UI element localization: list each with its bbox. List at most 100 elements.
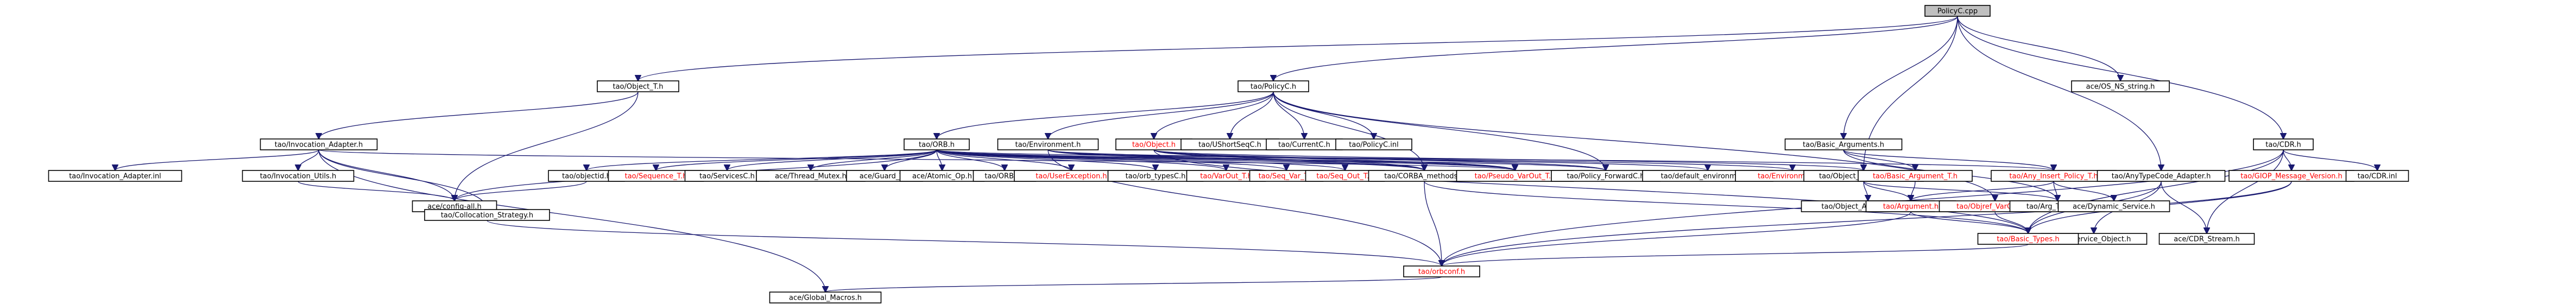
node-tao-object-t-h[interactable]: tao/Object_T.h: [597, 80, 679, 92]
node-tao-any-insert-policy-t-h[interactable]: tao/Any_Insert_Policy_T.h: [1991, 170, 2117, 182]
edge-policyc-cpp-to-tao-cdr-h: [1957, 16, 2283, 139]
edge-tao-object-t-h-to-tao-invocation-adapter-h: [319, 91, 639, 139]
node-tao-giop-message-version-h[interactable]: tao/GIOP_Message_Version.h: [2228, 170, 2354, 182]
node-label: tao/Basic_Argument_T.h: [1873, 173, 1958, 181]
node-label: tao/Pseudo_VarOut_T.h: [1475, 173, 1556, 181]
node-ace-atomic-op-h[interactable]: ace/Atomic_Op.h: [899, 170, 985, 182]
node-label: tao/Policy_ForwardC.h: [1567, 173, 1644, 181]
edge-tao-objectid-h-to-ace-config-all-h: [454, 181, 587, 201]
edge-tao-cdr-h-to-tao-cdr-inl: [2283, 149, 2377, 170]
node-tao-orb-h[interactable]: tao/ORB.h: [904, 138, 970, 150]
edge-tao-object-h-to-tao-policy-forwardc-h: [1153, 149, 1606, 170]
edge-tao-invocation-adapter-h-to-tao-collocation-strategy-h: [318, 149, 487, 210]
node-label: tao/Invocation_Adapter.inl: [69, 173, 161, 181]
node-ace-config-all-h[interactable]: ace/config-all.h: [412, 200, 497, 212]
node-label: ace/Thread_Mutex.h: [775, 173, 847, 181]
node-tao-environment-h[interactable]: tao/Environment.h: [997, 138, 1099, 150]
edge-tao-orb-h-to-tao-userexception-h: [936, 149, 1071, 170]
edge-tao-corba-methods-h-to-tao-basic-types-h: [1424, 181, 2028, 233]
node-label: tao/GIOP_Message_Version.h: [2240, 173, 2343, 181]
node-label: tao/orbconf.h: [1418, 268, 1465, 276]
node-tao-orbconf-h[interactable]: tao/orbconf.h: [1403, 265, 1480, 277]
node-tao-invocation-utils-h[interactable]: tao/Invocation_Utils.h: [242, 170, 355, 182]
edge-tao-invocation-adapter-h-to-tao-invocation-utils-h: [298, 149, 319, 170]
edge-tao-orb-h-to-tao-orb-inl: [936, 149, 1005, 170]
edge-policyc-cpp-to-tao-policyc-h: [1273, 16, 1958, 81]
node-tao-policyc-h[interactable]: tao/PolicyC.h: [1238, 80, 1309, 92]
edge-tao-orb-h-to-tao-sequence-t-h: [656, 149, 937, 170]
node-tao-policy-forwardc-h[interactable]: tao/Policy_ForwardC.h: [1551, 170, 1660, 182]
edge-tao-environment-h-to-tao-orbconf-h: [1047, 149, 1442, 266]
node-label: tao/UShortSeqC.h: [1198, 141, 1261, 149]
node-label: tao/Environment.h: [1015, 141, 1081, 149]
edge-tao-anytypecode-adapter-h-to-ace-cdr-stream-h: [2161, 181, 2207, 233]
node-tao-policyc-inl[interactable]: tao/PolicyC.inl: [1335, 138, 1412, 150]
node-label: tao/Any_Insert_Policy_T.h: [2009, 173, 2098, 181]
node-tao-argument-h[interactable]: tao/Argument.h: [1865, 200, 1956, 212]
node-box: [1403, 265, 1480, 277]
node-ace-cdr-stream-h[interactable]: ace/CDR_Stream.h: [2158, 233, 2255, 245]
edge-tao-object-argument-t-h-to-tao-object-argument-t-inl: [1863, 181, 1868, 201]
node-label: tao/Basic_Arguments.h: [1803, 141, 1884, 149]
node-tao-basic-argument-t-h[interactable]: tao/Basic_Argument_T.h: [1858, 170, 1973, 182]
edge-policyc-cpp-to-ace-os-ns-string-h: [1957, 16, 2120, 81]
edge-policyc-cpp-to-tao-anytypecode-adapter-h: [1957, 16, 2161, 170]
node-ace-dynamic-service-h[interactable]: ace/Dynamic_Service.h: [2057, 200, 2170, 212]
node-label: tao/ORB.h: [919, 141, 955, 149]
node-box: [2158, 233, 2255, 245]
node-box: [2253, 138, 2314, 150]
node-label: tao/Basic_Types.h: [1997, 236, 2059, 244]
node-box: [1858, 170, 1973, 182]
edge-tao-object-h-to-tao-corba-methods-h: [1153, 149, 1424, 170]
node-box: [2097, 170, 2226, 182]
node-layer: PolicyC.cpp tao/Object_T.h tao/PolicyC.h ac…: [48, 5, 2409, 303]
node-tao-basic-types-h[interactable]: tao/Basic_Types.h: [1977, 233, 2079, 245]
node-policyc-cpp[interactable]: PolicyC.cpp: [1924, 5, 1991, 17]
node-ace-os-ns-string-h[interactable]: ace/OS_NS_string.h: [2071, 80, 2170, 92]
node-tao-cdr-inl[interactable]: tao/CDR.inl: [2345, 170, 2409, 182]
node-tao-invocation-adapter-h[interactable]: tao/Invocation_Adapter.h: [260, 138, 378, 150]
node-tao-basic-arguments-h[interactable]: tao/Basic_Arguments.h: [1784, 138, 1903, 150]
node-tao-object-h[interactable]: tao/Object.h: [1115, 138, 1192, 150]
node-label: ace/Atomic_Op.h: [912, 173, 972, 181]
edge-tao-any-insert-policy-t-h-to-ace-dynamic-service-h: [2053, 181, 2114, 201]
edge-tao-policyc-h-to-tao-orb-h: [937, 91, 1274, 139]
node-tao-orb-typesc-h[interactable]: tao/orb_typesC.h: [1107, 170, 1204, 182]
node-label: ace/Dynamic_Service.h: [2073, 203, 2155, 211]
node-tao-anytypecode-adapter-h[interactable]: tao/AnyTypeCode_Adapter.h: [2097, 170, 2226, 182]
node-label: ace/Global_Macros.h: [789, 294, 862, 302]
node-tao-userexception-h[interactable]: tao/UserException.h: [1014, 170, 1129, 182]
node-box: [1335, 138, 1412, 150]
node-tao-invocation-adapter-inl[interactable]: tao/Invocation_Adapter.inl: [48, 170, 182, 182]
node-tao-currentc-h[interactable]: tao/CurrentC.h: [1266, 138, 1343, 150]
edge-tao-orb-h-to-ace-atomic-op-h: [936, 149, 942, 170]
edge-tao-orb-h-to-ace-thread-mutex-h: [811, 149, 937, 170]
node-label: tao/Sequence_T.h: [625, 173, 687, 181]
node-tao-corba-methods-h[interactable]: tao/CORBA_methods.h: [1368, 170, 1481, 182]
node-label: tao/CurrentC.h: [1278, 141, 1330, 149]
node-tao-objectid-h[interactable]: tao/objectid.h: [548, 170, 625, 182]
edge-tao-policyc-h-to-tao-policy-forwardc-h: [1273, 91, 1606, 170]
node-tao-cdr-h[interactable]: tao/CDR.h: [2253, 138, 2314, 150]
node-label: tao/objectid.h: [562, 173, 611, 181]
node-box: [1977, 233, 2079, 245]
node-tao-collocation-strategy-h[interactable]: tao/Collocation_Strategy.h: [424, 209, 550, 221]
node-label: ace/config-all.h: [427, 203, 482, 211]
node-label: tao/orb_typesC.h: [1126, 173, 1186, 181]
edge-tao-basic-types-h-to-tao-orbconf-h: [1442, 244, 2029, 266]
node-label: tao/Object.h: [1132, 141, 1176, 149]
node-ace-global-macros-h[interactable]: ace/Global_Macros.h: [769, 292, 882, 303]
node-tao-seq-var-t-h[interactable]: tao/Seq_Var_T.h: [1249, 170, 1324, 182]
edge-tao-collocation-strategy-h-to-tao-orbconf-h: [487, 220, 1442, 266]
edge-tao-policyc-h-to-tao-ushortseqc-h: [1230, 91, 1274, 139]
node-label: tao/Collocation_Strategy.h: [441, 212, 533, 220]
edge-tao-object-t-h-to-ace-config-all-h: [454, 91, 639, 201]
node-label: tao/default_environment.h: [1661, 173, 1755, 181]
edge-tao-policyc-h-to-tao-policyc-inl: [1273, 91, 1374, 139]
edge-tao-environment-h-to-tao-environment-inl: [1047, 149, 1792, 170]
node-ace-thread-mutex-h[interactable]: ace/Thread_Mutex.h: [756, 170, 866, 182]
node-label: tao/PolicyC.inl: [1349, 141, 1398, 149]
node-tao-sequence-t-h[interactable]: tao/Sequence_T.h: [608, 170, 704, 182]
node-tao-ushortseqc-h[interactable]: tao/UShortSeqC.h: [1180, 138, 1279, 150]
node-tao-varout-t-h[interactable]: tao/VarOut_T.h: [1186, 170, 1266, 182]
